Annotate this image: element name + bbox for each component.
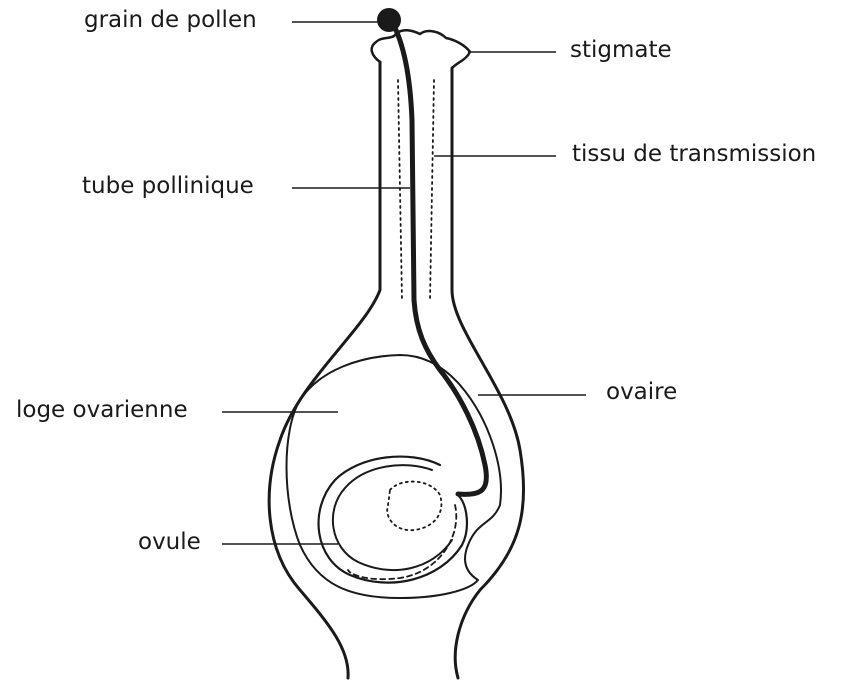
label-grain-de-pollen: grain de pollen — [84, 9, 257, 32]
label-tissu-de-transmission: tissu de transmission — [572, 143, 816, 166]
label-ovaire: ovaire — [606, 381, 677, 404]
pistil-outline — [269, 62, 523, 678]
label-stigmate: stigmate — [570, 39, 672, 62]
ovule-middle — [333, 465, 452, 570]
embryo-sac — [387, 482, 441, 531]
pollen-tube — [392, 22, 486, 494]
label-loge-ovarienne: loge ovarienne — [16, 399, 188, 422]
transmission-tissue-left — [398, 80, 402, 300]
pollen-grain — [377, 8, 401, 32]
stigma — [372, 30, 470, 68]
transmission-tissue-right — [430, 80, 434, 300]
ovule-outer — [319, 457, 467, 583]
label-ovule: ovule — [138, 531, 201, 554]
label-tube-pollinique: tube pollinique — [82, 175, 254, 198]
ovary-locule — [287, 355, 501, 598]
